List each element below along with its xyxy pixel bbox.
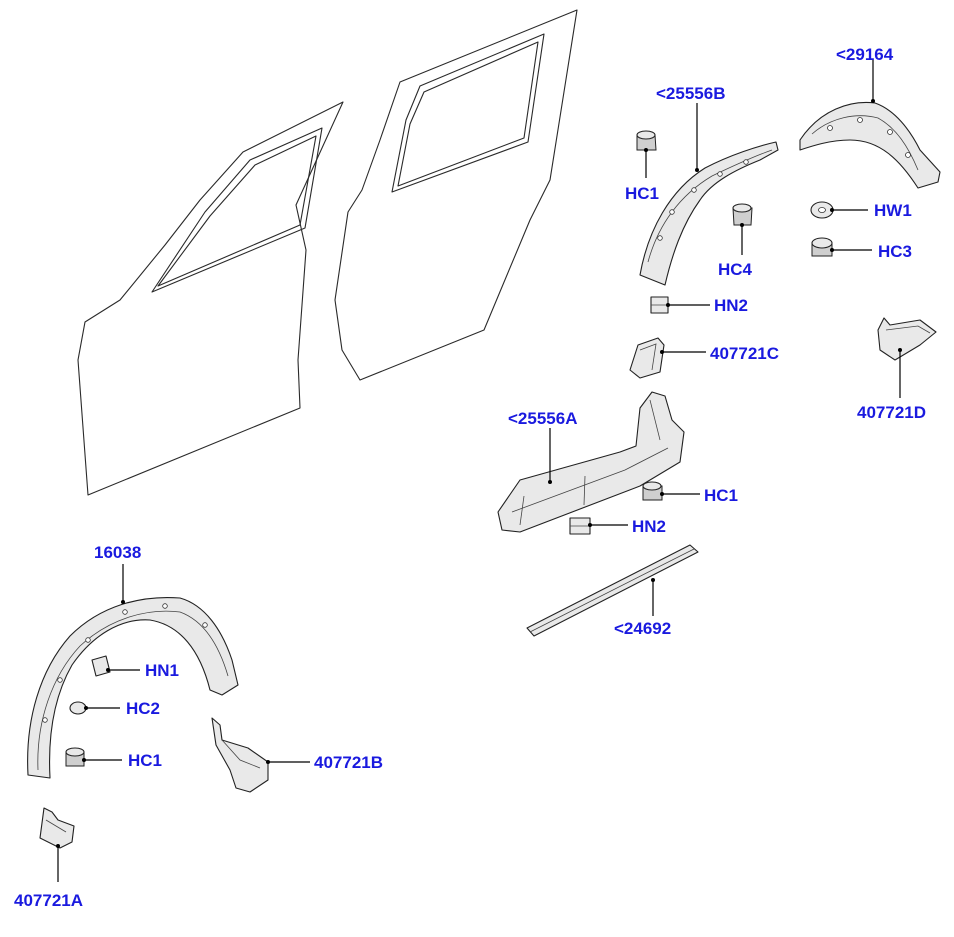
front-arch-25556B[interactable] [639,141,779,286]
sill-moulding-25556A[interactable] [497,391,685,533]
label-hc1-low[interactable]: HC1 [128,751,162,770]
label-407721D[interactable]: 407721D [857,403,926,422]
clip-hc4[interactable] [732,203,753,226]
mudflap-407721B[interactable] [211,717,269,793]
mudflap-407721D[interactable] [877,317,937,361]
label-hc2[interactable]: HC2 [126,699,160,718]
label-407721A[interactable]: 407721A [14,891,83,910]
label-407721B[interactable]: 407721B [314,753,383,772]
label-hn1[interactable]: HN1 [145,661,179,680]
label-16038[interactable]: 16038 [94,543,141,562]
clip-hc3[interactable] [811,237,833,257]
clip-hc1-low[interactable] [65,747,85,767]
label-25556A[interactable]: <25556A [508,409,577,428]
trim-strip-24692[interactable] [526,544,699,637]
front-door-outline [77,101,344,496]
label-407721C[interactable]: 407721C [710,344,779,363]
label-25556B[interactable]: <25556B [656,84,725,103]
label-29164[interactable]: <29164 [836,45,894,64]
washer-hw1[interactable] [810,201,834,219]
label-hc1-mid[interactable]: HC1 [704,486,738,505]
rear-arch-29164[interactable] [799,101,941,189]
label-hw1[interactable]: HW1 [874,201,912,220]
clip-hc1-mid[interactable] [642,481,663,501]
nut-hn2-top[interactable] [650,296,669,314]
nut-hn1[interactable] [91,655,111,677]
label-24692[interactable]: <24692 [614,619,671,638]
label-hc3[interactable]: HC3 [878,242,912,261]
nut-hn2-mid[interactable] [569,517,591,535]
label-hc4[interactable]: HC4 [718,260,753,279]
rear-door-outline [334,9,578,381]
label-hn2-mid[interactable]: HN2 [632,517,666,536]
mudflap-407721A[interactable] [39,807,75,849]
mudflap-407721C[interactable] [629,337,665,379]
clip-hc2[interactable] [69,701,87,715]
clip-hc1-top[interactable] [636,130,657,151]
front-arch-16038[interactable] [27,596,239,779]
leader-lines [56,60,902,882]
label-hc1-top[interactable]: HC1 [625,184,659,203]
label-hn2-top[interactable]: HN2 [714,296,748,315]
